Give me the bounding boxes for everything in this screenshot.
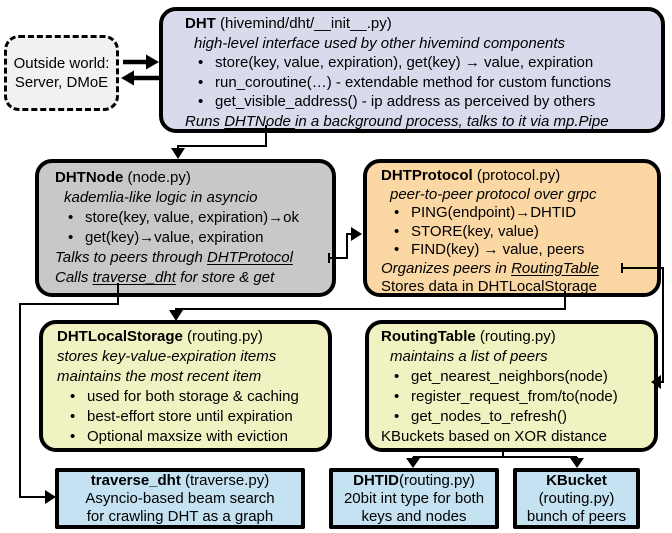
dhtprotocol-title: DHTProtocol (protocol.py) — [381, 167, 561, 184]
outside-world-line2: Server, DMoE — [14, 74, 109, 91]
arrow-outside-to-dht — [123, 54, 159, 70]
dhtnode-tagline: kademlia-like logic in asyncio — [64, 189, 258, 206]
dhtprotocol-bullet-store: •STORE(key, value) — [394, 222, 539, 240]
dht-box: DHT (hivemind/dht/__init__.py) high-leve… — [159, 7, 665, 133]
kbucket-file: (routing.py) — [538, 489, 615, 507]
traverse-dht-box: traverse_dht (traverse.py) Asyncio-based… — [55, 468, 305, 529]
routingtable-bullet-neighbors: •get_nearest_neighbors(node) — [394, 368, 608, 385]
dhtlocalstorage-bullet-besteffort: •best-effort store until expiration — [70, 408, 293, 425]
dht-footer: Runs DHTNode in a background process, ta… — [185, 112, 609, 130]
traverse-dht-line2: Asyncio-based beam search — [85, 489, 275, 507]
dhtnode-bullet-store: •store(key, value, expiration)→ok — [68, 209, 299, 226]
dhtprotocol-footer-localstorage: Stores data in DHTLocalStorage — [381, 278, 597, 295]
dhtlocalstorage-bullet-usage: •used for both storage & caching — [70, 388, 299, 405]
dhtprotocol-tagline: peer-to-peer protocol over grpc — [390, 185, 597, 203]
kbucket-line3: bunch of peers — [526, 507, 627, 525]
dhtnode-title: DHTNode (node.py) — [55, 169, 191, 186]
dhtlocalstorage-tagline2: maintains the most recent item — [57, 368, 262, 385]
routingtable-title: RoutingTable (routing.py) — [381, 328, 556, 345]
dht-tagline: high-level interface used by other hivem… — [194, 34, 566, 52]
dhtnode-bullet-get: •get(key)→value, expiration — [68, 229, 264, 246]
routingtable-tagline: maintains a list of peers — [390, 348, 548, 365]
dhtprotocol-bullet-ping: •PING(endpoint)→DHTID — [394, 204, 577, 221]
dhtprotocol-box: DHTProtocol (protocol.py) peer-to-peer p… — [363, 159, 661, 297]
routingtable-box: RoutingTable (routing.py) maintains a li… — [365, 320, 658, 452]
dhtlocalstorage-title: DHTLocalStorage (routing.py) — [57, 328, 263, 345]
dhtid-title: DHTID(routing.py) — [353, 471, 475, 489]
dhtlocalstorage-box: DHTLocalStorage (routing.py) stores key-… — [39, 320, 332, 452]
routingtable-footer: KBuckets based on XOR distance — [381, 428, 607, 445]
arrow-routingtable-to-children — [406, 450, 584, 468]
outside-world-line1: Outside world: — [13, 55, 110, 72]
dhtlocalstorage-tagline1: stores key-value-expiration items — [57, 348, 277, 365]
outside-world-box: Outside world: Server, DMoE — [4, 35, 119, 111]
routingtable-bullet-refresh: •get_nodes_to_refresh() — [394, 408, 567, 425]
dhtprotocol-footer-routingtable: Organizes peers in RoutingTable — [381, 259, 599, 277]
dhtnode-footer-traverse: Calls traverse_dht for store & get — [55, 269, 275, 286]
dhtnode-box: DHTNode (node.py) kademlia-like logic in… — [35, 159, 336, 297]
dht-bullet-run-coroutine: •run_coroutine(…) - extendable method fo… — [198, 73, 612, 91]
dht-title: DHT (hivemind/dht/__init__.py) — [185, 15, 392, 32]
traverse-dht-line3: for crawling DHT as a graph — [86, 507, 274, 525]
arrow-dht-to-outside — [121, 70, 159, 86]
dhtnode-footer-protocol: Talks to peers through DHTProtocol — [55, 249, 293, 266]
dhtid-box: DHTID(routing.py) 20bit int type for bot… — [329, 468, 499, 529]
routingtable-bullet-register: •register_request_from/to(node) — [394, 388, 618, 405]
kbucket-box: KBucket (routing.py) bunch of peers — [513, 468, 640, 529]
traverse-dht-title: traverse_dht (traverse.py) — [90, 471, 270, 489]
dht-bullet-get-visible-address: •get_visible_address() - ip address as p… — [198, 93, 596, 110]
dhtid-line2: 20bit int type for both — [343, 489, 485, 507]
kbucket-title: KBucket — [546, 471, 607, 489]
dht-bullet-store: •store(key, value, expiration), get(key)… — [198, 54, 594, 71]
dhtid-line3: keys and nodes — [361, 507, 467, 525]
dhtprotocol-bullet-find: •FIND(key) → value, peers — [394, 241, 585, 258]
dhtlocalstorage-bullet-maxsize: •Optional maxsize with eviction — [70, 428, 288, 445]
